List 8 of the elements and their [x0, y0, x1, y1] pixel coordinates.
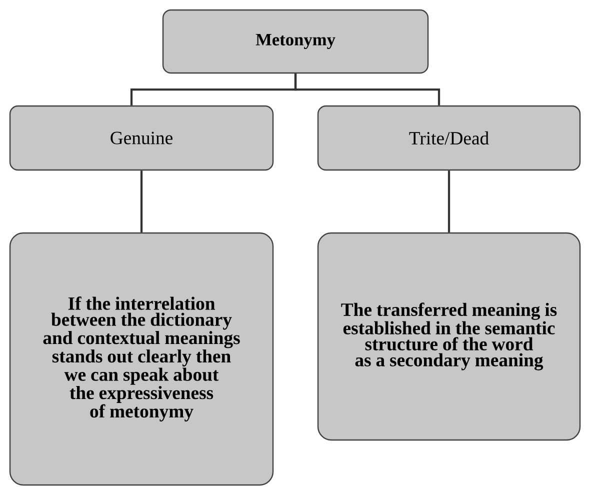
description-box: The transferred meaning is established in the semantic structure of the word as a secondary meaning — [317, 232, 581, 441]
category-box: Metonymy — [162, 9, 429, 74]
connector-line — [140, 170, 143, 232]
category-box: Trite/Dead — [317, 105, 581, 171]
category-box: Genuine — [9, 105, 274, 171]
connector-line — [448, 170, 450, 232]
description-box: If the interrelation between the dictionary and contextual meanings stands out clearly then we can speak about the expressiveness of metonymy — [9, 232, 274, 486]
connector-line — [294, 74, 440, 106]
